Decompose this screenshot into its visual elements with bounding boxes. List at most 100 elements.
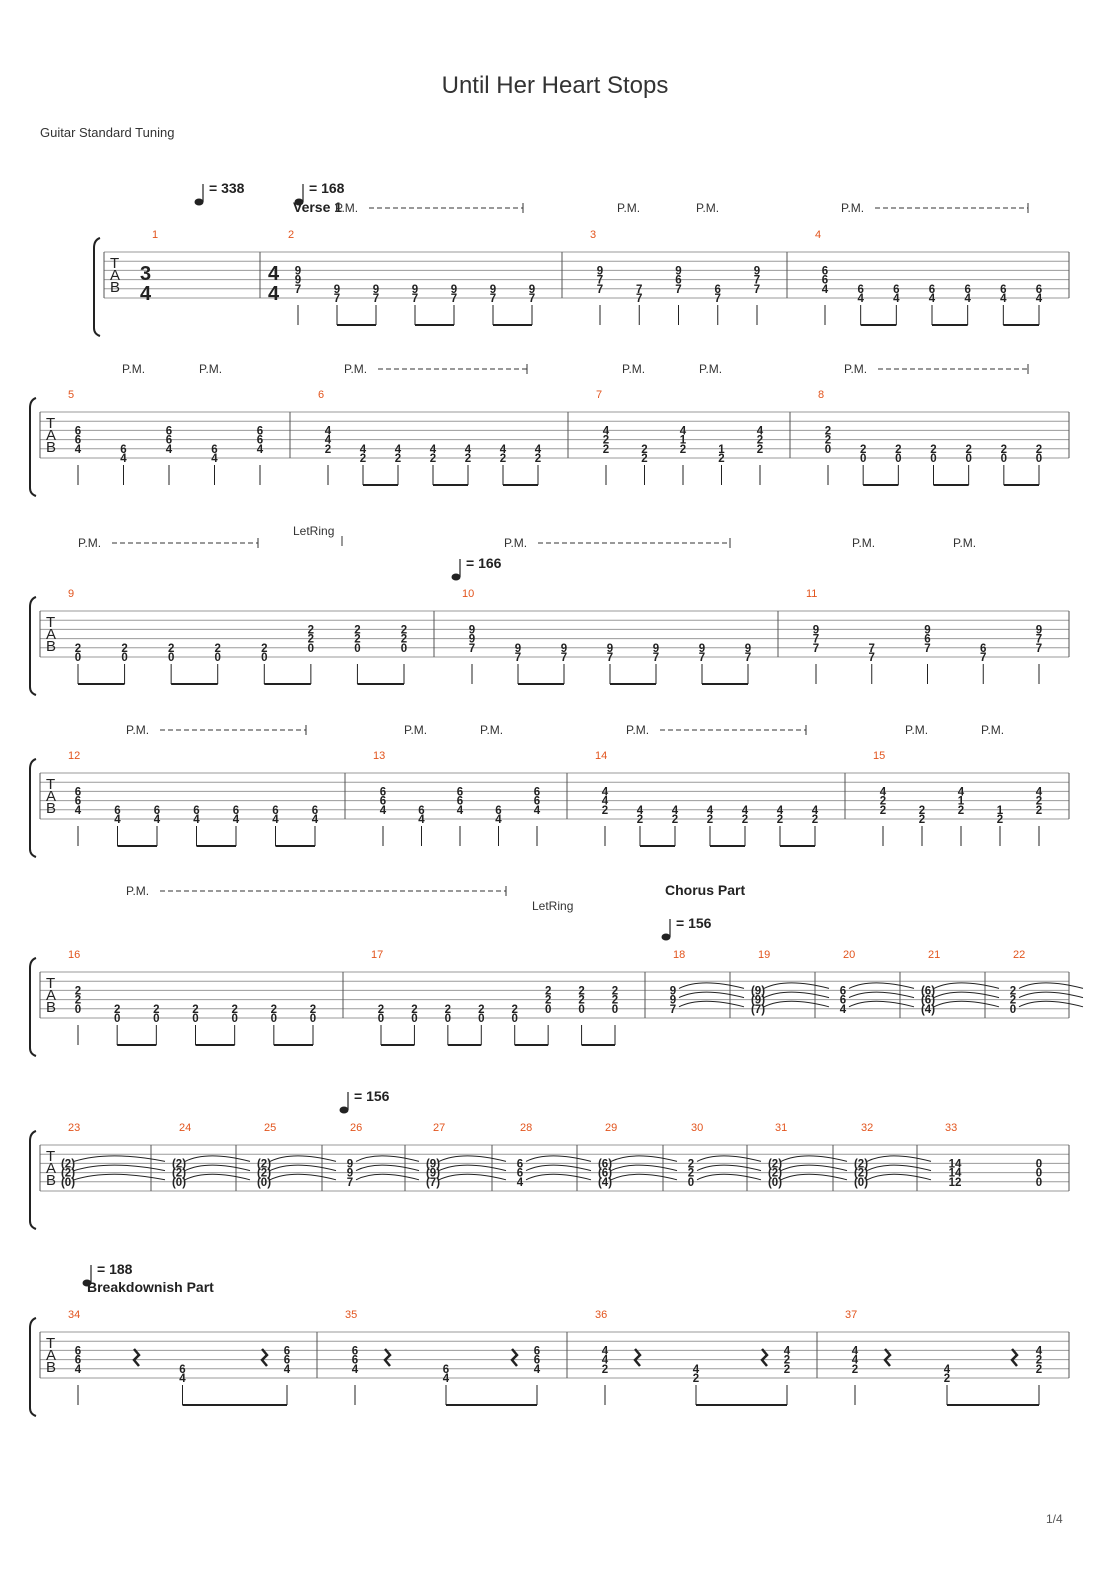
tab-clef-letter: T	[110, 255, 119, 272]
fret-number: (2)	[768, 1158, 782, 1170]
fret-number: 2	[757, 435, 763, 447]
fret-number: 6	[211, 444, 217, 456]
tie-arc	[184, 1173, 251, 1181]
fret-number: 0	[930, 453, 936, 465]
fret-number: 2	[354, 624, 360, 636]
fret-number: 0	[545, 1004, 551, 1016]
rest-symbol	[760, 1348, 769, 1367]
fret-number: 2	[478, 1004, 484, 1016]
fret-number: 4	[742, 805, 749, 817]
fret-number: 6	[75, 796, 81, 808]
fret-number: 0	[1036, 1177, 1042, 1189]
fret-number: (9)	[751, 995, 765, 1007]
fret-number: (2)	[172, 1158, 186, 1170]
fret-number: 0	[310, 1013, 316, 1025]
measure-number: 7	[596, 389, 602, 401]
fret-number: 0	[153, 1013, 159, 1025]
palm-mute-label: P.M.	[78, 536, 101, 550]
measure-number: 4	[815, 229, 821, 241]
section-heading: Verse 1	[293, 199, 342, 215]
fret-number: 7	[980, 652, 986, 664]
fret-number: 4	[418, 814, 425, 826]
fret-number: 9	[561, 643, 567, 655]
tab-clef-letter: B	[46, 999, 56, 1016]
fret-number: 4	[777, 805, 784, 817]
fret-number: 2	[192, 1004, 198, 1016]
fret-number: 7	[745, 652, 751, 664]
palm-mute-label: P.M.	[626, 723, 649, 737]
system-bracket	[29, 957, 37, 1057]
fret-number: 1	[997, 805, 1004, 817]
quarter-note-icon	[194, 198, 204, 206]
tie-arc	[438, 1164, 507, 1172]
tie-arc	[866, 1164, 932, 1172]
fret-number: (0)	[768, 1177, 782, 1189]
rest-symbol	[633, 1348, 642, 1367]
fret-number: 4	[534, 805, 541, 817]
fret-number: 1	[718, 444, 725, 456]
fret-number: 2	[75, 643, 81, 655]
measure-number: 29	[605, 1122, 617, 1134]
fret-number: 6	[418, 805, 424, 817]
fret-number: 6	[840, 995, 846, 1007]
fret-number: 6	[352, 1355, 358, 1367]
measure-number: 15	[873, 750, 885, 762]
tab-clef-letter: A	[46, 987, 56, 1004]
rest-symbol	[132, 1348, 141, 1367]
fret-number: 2	[308, 624, 314, 636]
rest-symbol	[883, 1348, 892, 1367]
fret-number: 7	[469, 643, 475, 655]
fret-number: 9	[924, 624, 930, 636]
fret-number: 4	[500, 444, 507, 456]
measure-number: 36	[595, 1309, 607, 1321]
measure-number: 2	[288, 229, 294, 241]
fret-number: 4	[395, 444, 402, 456]
fret-number: 2	[602, 805, 608, 817]
fret-number: 0	[308, 643, 314, 655]
tab-clef-letter: B	[46, 439, 56, 456]
quarter-note-icon	[294, 198, 304, 206]
tab-clef-letter: A	[46, 427, 56, 444]
measure-number: 30	[691, 1122, 703, 1134]
measure-number: 21	[928, 949, 940, 961]
tie-arc	[866, 1173, 932, 1181]
fret-number: 0	[512, 1013, 518, 1025]
fret-number: 2	[919, 814, 925, 826]
tab-clef-letter: B	[46, 638, 56, 655]
fret-number: 6	[75, 786, 81, 798]
fret-number: 4	[284, 1364, 291, 1376]
fret-number: 0	[612, 1004, 618, 1016]
fret-number: 4	[852, 1345, 859, 1357]
fret-number: 9	[373, 284, 379, 296]
fret-number: 2	[612, 995, 618, 1007]
system-bracket	[29, 758, 37, 858]
fret-number: 2	[411, 1004, 417, 1016]
fret-number: 6	[457, 796, 463, 808]
fret-number: 4	[120, 453, 127, 465]
rest-symbol	[383, 1348, 392, 1367]
fret-number: 0	[215, 652, 221, 664]
tie-arc	[866, 1155, 932, 1162]
fret-number: 2	[1036, 1364, 1042, 1376]
fret-number: 2	[308, 634, 314, 646]
fret-number: 2	[545, 995, 551, 1007]
fret-number: 4	[495, 814, 502, 826]
fret-number: 2	[445, 1004, 451, 1016]
tie-arc	[1018, 1000, 1084, 1008]
fret-number: 4	[1036, 786, 1043, 798]
tuning-label: Guitar Standard Tuning	[40, 125, 175, 140]
system-bracket	[29, 596, 37, 696]
fret-number: 4	[693, 1364, 700, 1376]
fret-number: 4	[602, 796, 609, 808]
fret-number: (7)	[751, 1004, 765, 1016]
fret-number: 7	[412, 293, 418, 305]
tie-arc	[73, 1155, 166, 1162]
fret-number: 2	[603, 444, 609, 456]
fret-number: 0	[1001, 453, 1007, 465]
rest-symbol	[260, 1348, 269, 1367]
fret-number: 12	[949, 1177, 962, 1189]
tab-clef-letter: T	[46, 975, 55, 992]
system-bracket	[93, 237, 101, 337]
fret-number: 4	[443, 1373, 450, 1385]
